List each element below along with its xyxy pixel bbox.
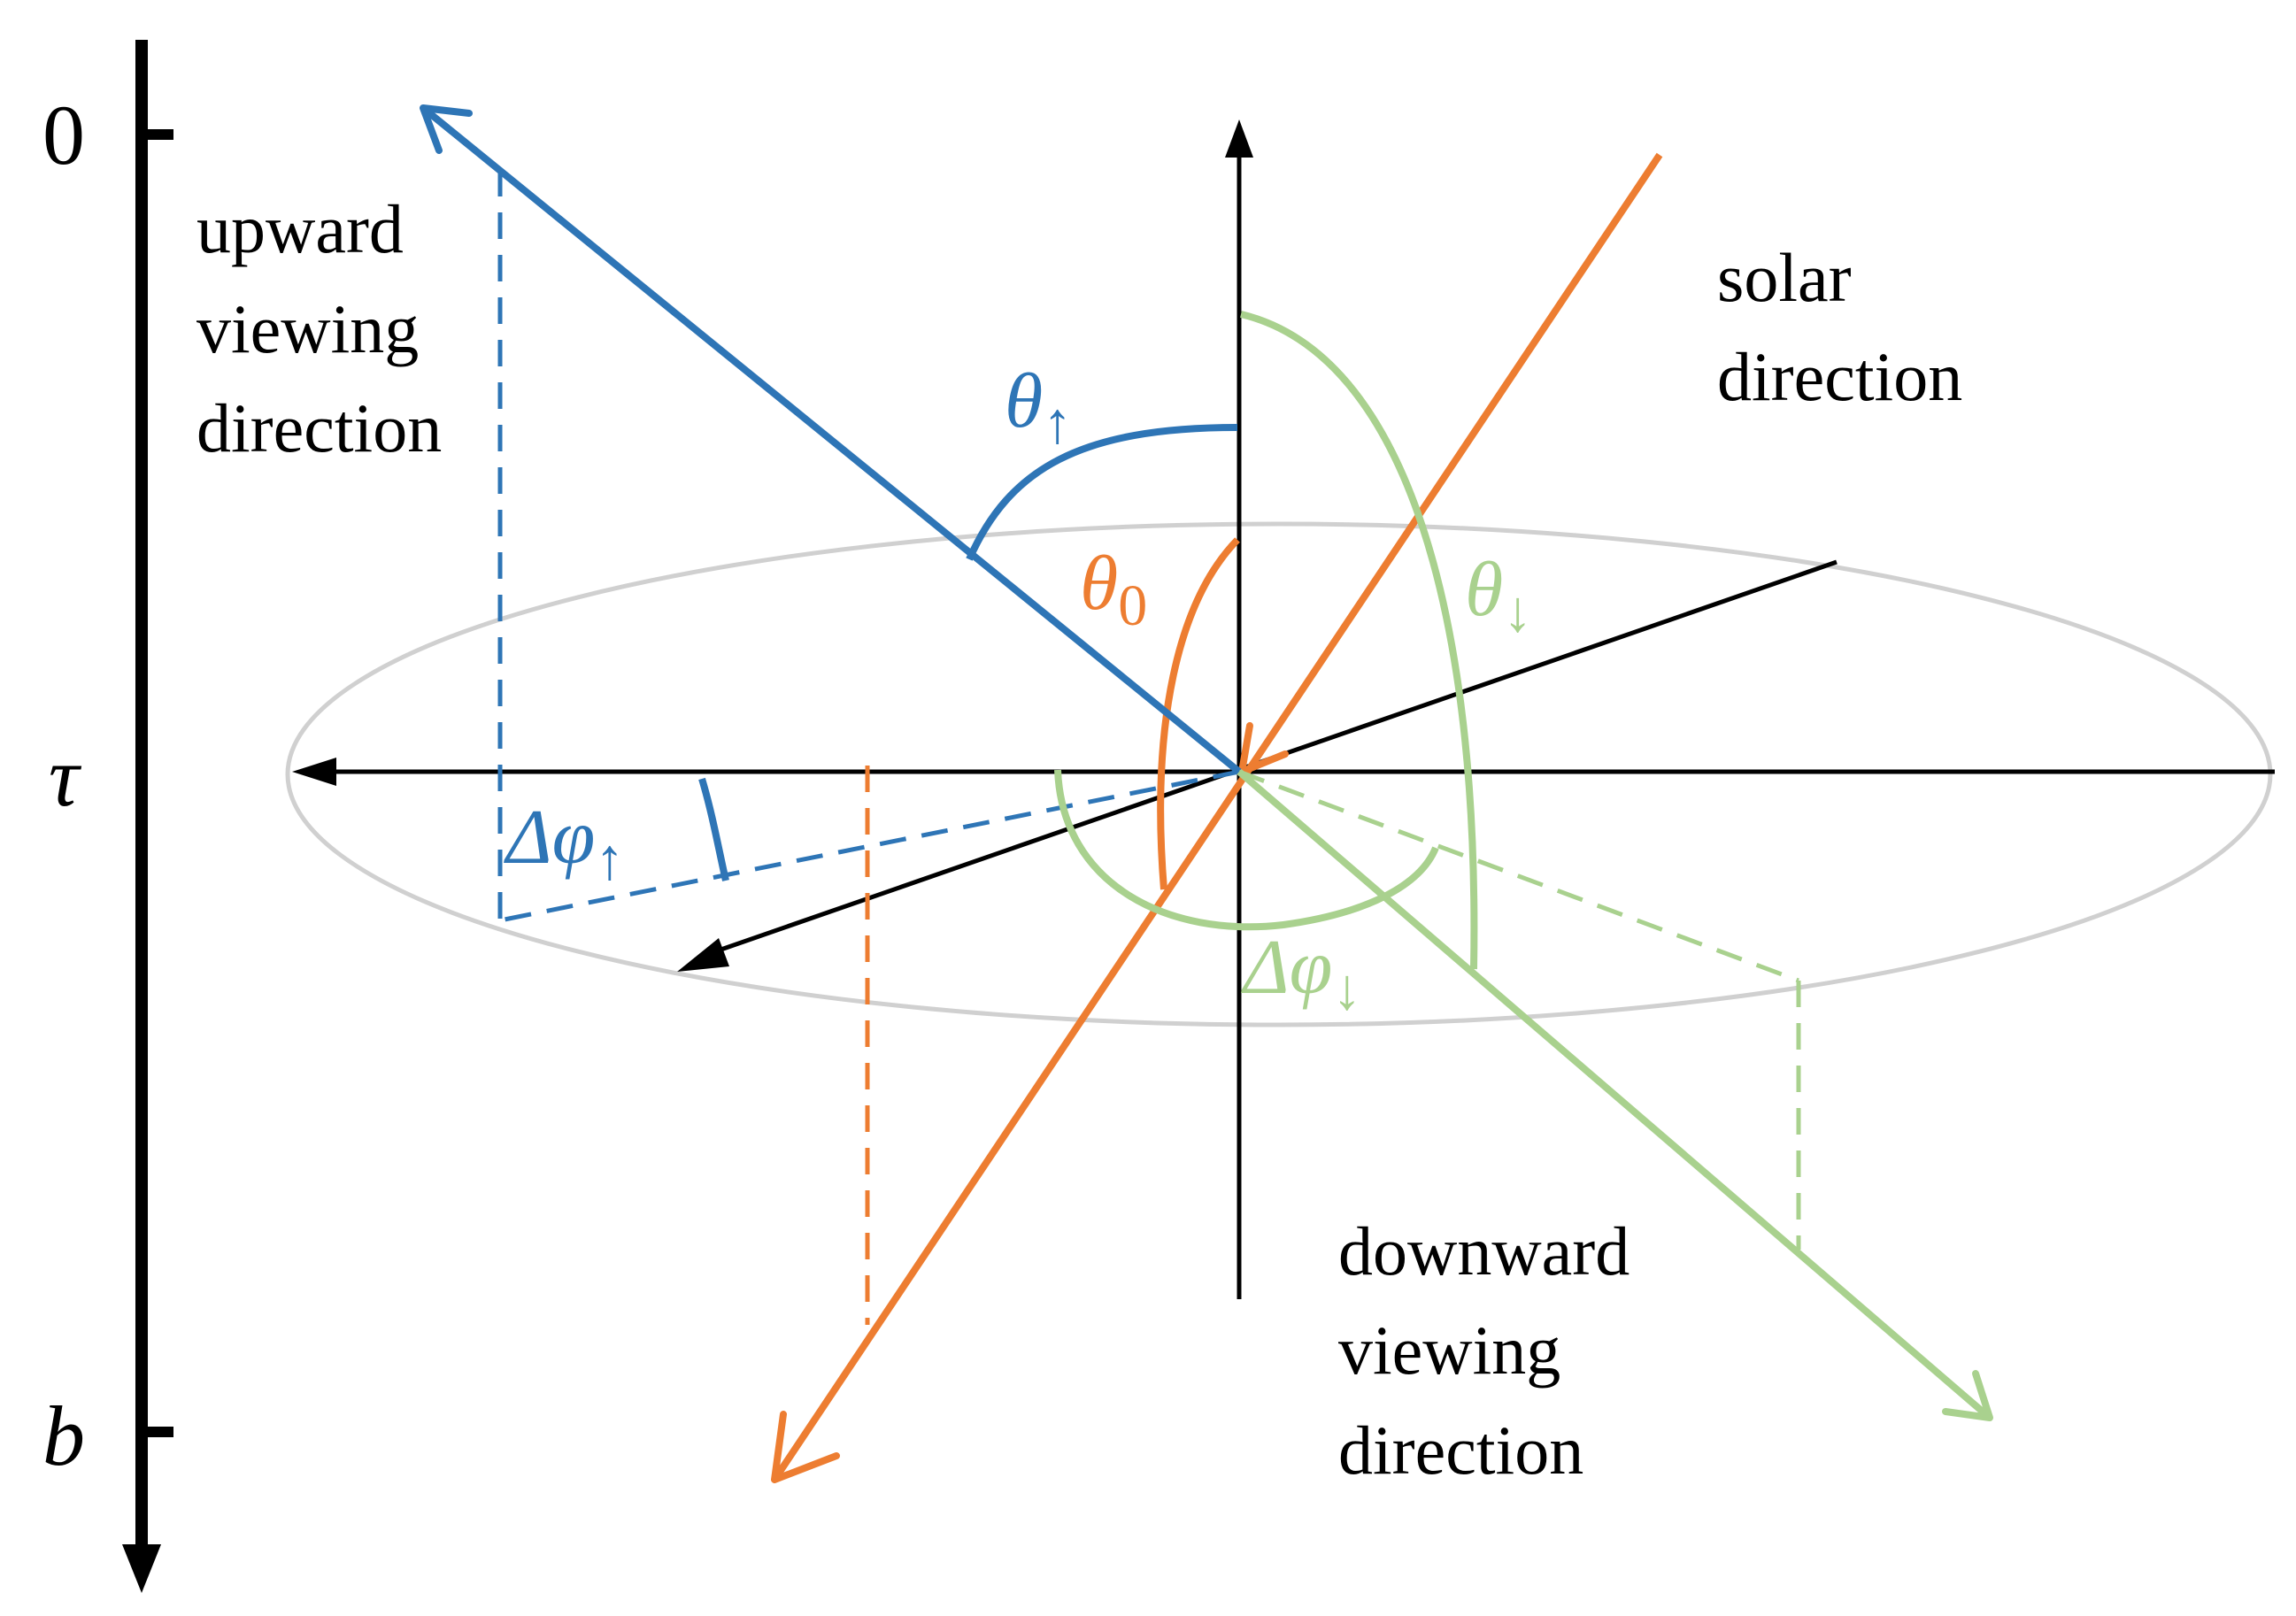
dphi-up-label: Δφ↑ — [504, 795, 624, 892]
depth-axis-arrowhead — [122, 1544, 161, 1593]
downward-horizontal-dashed — [1238, 769, 1799, 983]
upward-viewing-ray — [420, 104, 1242, 775]
solar-direction-ray — [771, 152, 1663, 1482]
dphi-down-label: Δφ↓ — [1241, 925, 1361, 1022]
theta-up-label: θ↑ — [1005, 358, 1072, 456]
upward-viewing-label: upward viewing direction — [196, 190, 442, 466]
theta-zero-label: θ0 — [1080, 541, 1147, 638]
dphi-down-arc — [1054, 769, 1439, 931]
upward-label-line-2: viewing — [196, 290, 419, 367]
depth-label-tau: τ — [49, 729, 82, 824]
theta-up-arc — [966, 424, 1238, 561]
solar-label-line-1: solar — [1717, 239, 1852, 316]
dphi-up-arc — [698, 777, 729, 881]
upward-arrowhead — [420, 104, 473, 154]
depth-label-bottom: b — [42, 1389, 85, 1483]
depth-axis: 0 τ b — [42, 40, 173, 1593]
downward-label-line-2: viewing — [1338, 1312, 1560, 1389]
downward-arrowhead — [1942, 1370, 1993, 1421]
horizontal-axis-arrowhead — [292, 758, 336, 786]
vertical-axis-arrowhead — [1225, 119, 1253, 158]
downward-viewing-ray — [1237, 768, 1992, 1421]
horizontal-plane-ellipse — [285, 521, 2273, 1027]
solar-direction-group: θ0 — [771, 152, 1663, 1483]
downward-viewing-group: θ↓ Δφ↓ — [1054, 311, 1993, 1421]
depth-direction-axis-arrowhead — [677, 938, 729, 972]
solar-arrowhead — [771, 1411, 840, 1483]
coordinate-axes — [292, 119, 2275, 1299]
upward-viewing-group: θ↑ Δφ↑ — [420, 104, 1242, 923]
solar-direction-label: solar direction — [1717, 239, 1962, 415]
upward-label-line-3: direction — [196, 389, 442, 466]
downward-viewing-label: downward viewing direction — [1338, 1212, 1630, 1489]
theta-zero-arc — [1157, 537, 1240, 890]
depth-label-top: 0 — [42, 88, 85, 182]
downward-label-line-3: direction — [1338, 1412, 1583, 1489]
upward-label-line-1: upward — [196, 190, 404, 267]
theta-down-arc — [1240, 311, 1478, 970]
theta-down-label: θ↓ — [1465, 547, 1532, 644]
downward-label-line-1: downward — [1338, 1212, 1630, 1289]
solar-label-line-2: direction — [1717, 338, 1962, 415]
